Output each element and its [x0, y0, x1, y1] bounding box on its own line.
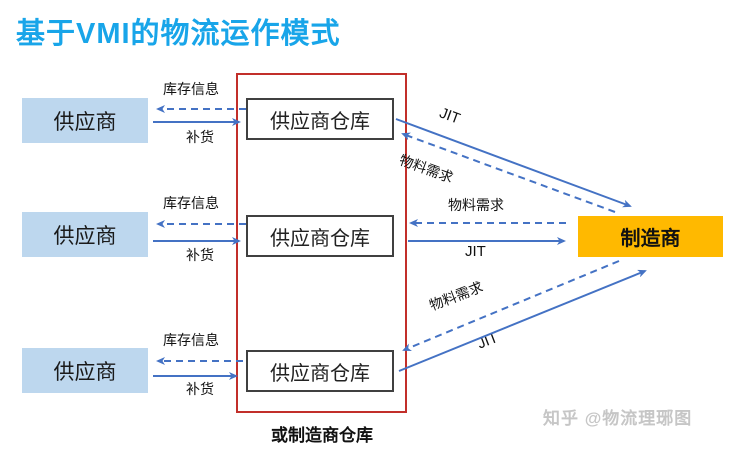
warehouse-node-1: 供应商仓库 [246, 98, 394, 140]
replenishment-label-1: 补货 [186, 129, 214, 145]
warehouse-node-2: 供应商仓库 [246, 215, 394, 257]
jit-label-3: JIT [474, 329, 501, 353]
diagram-title: 基于VMI的物流运作模式 [16, 18, 341, 50]
supplier-node-1: 供应商 [22, 98, 148, 143]
supplier-node-3: 供应商 [22, 348, 148, 393]
jit-label-1: JIT [437, 104, 463, 128]
material-demand-label-2: 物料需求 [448, 197, 504, 213]
jit-arrow-3 [398, 269, 647, 372]
manufacturer-node: 制造商 [578, 216, 723, 257]
inventory-info-label-2: 库存信息 [163, 195, 219, 211]
supplier-node-2: 供应商 [22, 212, 148, 257]
warehouse-alt-label: 或制造商仓库 [271, 426, 373, 445]
replenishment-label-2: 补货 [186, 247, 214, 263]
inventory-info-label-3: 库存信息 [163, 332, 219, 348]
inventory-info-label-1: 库存信息 [163, 81, 219, 97]
zhihu-watermark: 知乎 @物流理琊图 [543, 409, 693, 428]
warehouse-node-3: 供应商仓库 [246, 350, 394, 392]
replenishment-label-3: 补货 [186, 381, 214, 397]
material-demand-label-3: 物料需求 [427, 278, 486, 314]
jit-label-2: JIT [465, 243, 486, 260]
